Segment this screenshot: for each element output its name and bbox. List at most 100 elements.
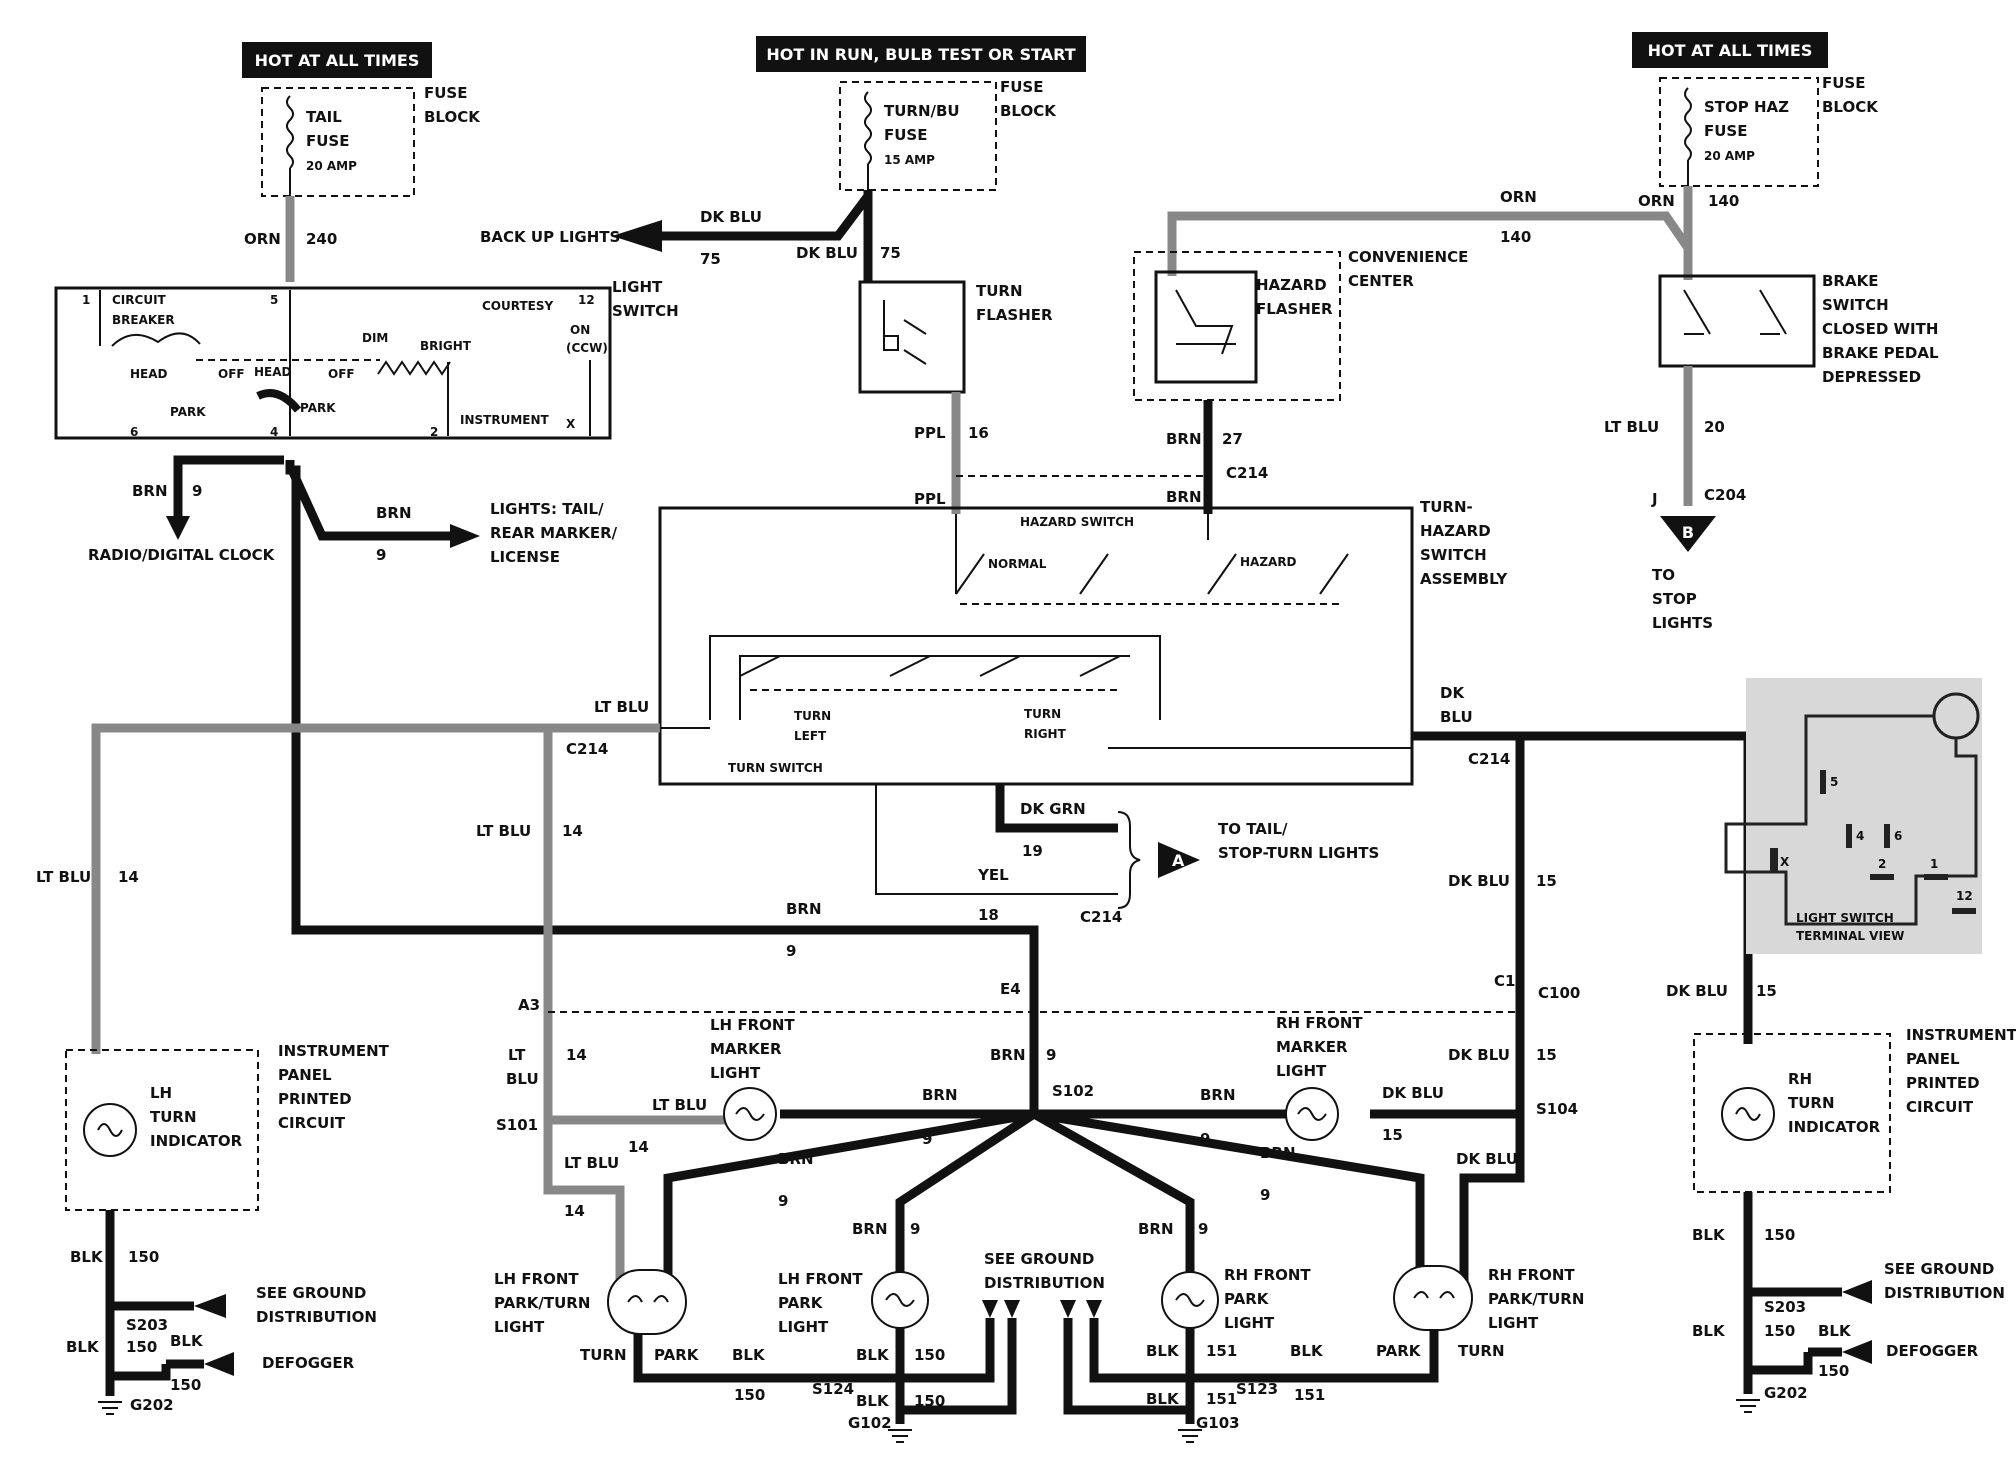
svg-text:TURN-: TURN- xyxy=(1420,498,1473,516)
svg-text:HAZARD: HAZARD xyxy=(1256,276,1327,294)
svg-text:LIGHT SWITCH: LIGHT SWITCH xyxy=(1796,911,1894,925)
lh-front-park-light: LH FRONT PARK LIGHT xyxy=(778,1270,929,1336)
svg-text:C214: C214 xyxy=(1226,464,1268,482)
svg-text:DEPRESSED: DEPRESSED xyxy=(1822,368,1921,386)
svg-text:6: 6 xyxy=(130,425,138,439)
svg-text:S102: S102 xyxy=(1052,1082,1094,1100)
svg-text:PARK: PARK xyxy=(300,401,336,415)
svg-text:SEE GROUND: SEE GROUND xyxy=(1884,1260,1994,1278)
svg-text:BLU: BLU xyxy=(1440,708,1473,726)
svg-text:4: 4 xyxy=(270,425,278,439)
svg-text:OFF: OFF xyxy=(218,367,245,381)
light-switch: LIGHT SWITCH 1 CIRCUIT BREAKER HEAD PARK… xyxy=(54,278,679,440)
svg-text:INSTRUMENT: INSTRUMENT xyxy=(1906,1026,2016,1044)
svg-text:LIGHT: LIGHT xyxy=(710,1064,761,1082)
svg-text:MARKER: MARKER xyxy=(1276,1038,1348,1056)
svg-text:LIGHT: LIGHT xyxy=(494,1318,545,1336)
turn-hazard-switch-assembly: TURN- HAZARD SWITCH ASSEMBLY HAZARD SWIT… xyxy=(658,498,1508,786)
svg-text:151: 151 xyxy=(1206,1390,1237,1408)
svg-text:PPL: PPL xyxy=(914,490,946,508)
svg-text:HAZARD SWITCH: HAZARD SWITCH xyxy=(1020,515,1134,529)
svg-text:BLK: BLK xyxy=(856,1392,890,1410)
svg-text:DK BLU: DK BLU xyxy=(1448,1046,1510,1064)
svg-text:STOP HAZ: STOP HAZ xyxy=(1704,98,1789,116)
svg-text:BLK: BLK xyxy=(170,1332,204,1350)
svg-text:BLK: BLK xyxy=(1818,1322,1852,1340)
svg-text:CIRCUIT: CIRCUIT xyxy=(278,1114,346,1132)
svg-text:1: 1 xyxy=(82,293,90,307)
svg-text:DK BLU: DK BLU xyxy=(1448,872,1510,890)
svg-text:240: 240 xyxy=(306,230,337,248)
svg-text:LT BLU: LT BLU xyxy=(594,698,649,716)
lh-turn-indicator: LH TURN INDICATOR INSTRUMENT PANEL PRINT… xyxy=(65,1042,390,1415)
svg-text:TO TAIL/: TO TAIL/ xyxy=(1218,820,1288,838)
svg-text:BLK: BLK xyxy=(732,1346,766,1364)
svg-text:DK BLU: DK BLU xyxy=(700,208,762,226)
svg-text:5: 5 xyxy=(1830,775,1838,789)
svg-text:C214: C214 xyxy=(1080,908,1122,926)
svg-text:BLOCK: BLOCK xyxy=(424,108,481,126)
svg-text:HEAD: HEAD xyxy=(254,365,292,379)
svg-text:ORN: ORN xyxy=(1500,188,1537,206)
svg-text:BRN: BRN xyxy=(1200,1086,1236,1104)
svg-text:15: 15 xyxy=(1756,982,1777,1000)
svg-text:BLK: BLK xyxy=(856,1346,890,1364)
svg-text:HAZARD: HAZARD xyxy=(1240,555,1297,569)
svg-text:NORMAL: NORMAL xyxy=(988,557,1047,571)
svg-text:FUSE: FUSE xyxy=(306,132,349,150)
svg-text:CLOSED WITH: CLOSED WITH xyxy=(1822,320,1938,338)
svg-text:9: 9 xyxy=(192,482,202,500)
wire-dk-grn-19: DK GRN 19 xyxy=(995,784,1118,860)
header-turn-bu-fuse: HOT IN RUN, BULB TEST OR START xyxy=(756,36,1086,72)
svg-text:150: 150 xyxy=(1764,1322,1795,1340)
svg-text:BRN: BRN xyxy=(1166,488,1202,506)
svg-text:LT BLU: LT BLU xyxy=(1604,418,1659,436)
svg-text:J: J xyxy=(1651,490,1658,508)
svg-text:2: 2 xyxy=(430,425,438,439)
svg-text:BRN: BRN xyxy=(1166,430,1202,448)
wire-dk-blu-75: DK BLU 75 DK BLU 75 BACK UP LIGHTS xyxy=(480,190,901,282)
svg-text:150: 150 xyxy=(126,1338,157,1356)
svg-text:150: 150 xyxy=(1764,1226,1795,1244)
svg-text:S124: S124 xyxy=(812,1380,854,1398)
svg-text:C214: C214 xyxy=(566,740,608,758)
svg-text:HAZARD: HAZARD xyxy=(1420,522,1491,540)
svg-text:FLASHER: FLASHER xyxy=(1256,300,1333,318)
svg-text:S101: S101 xyxy=(496,1116,538,1134)
svg-text:14: 14 xyxy=(628,1138,649,1156)
svg-text:YEL: YEL xyxy=(977,866,1009,884)
svg-text:BRN: BRN xyxy=(1138,1220,1174,1238)
svg-text:TURN: TURN xyxy=(976,282,1023,300)
svg-text:INDICATOR: INDICATOR xyxy=(150,1132,243,1150)
back-up-lights-label: BACK UP LIGHTS xyxy=(480,228,620,246)
tail-fuse-label: TAIL xyxy=(306,108,342,126)
svg-text:DEFOGGER: DEFOGGER xyxy=(1886,1342,1979,1360)
svg-text:INSTRUMENT: INSTRUMENT xyxy=(278,1042,390,1060)
svg-text:19: 19 xyxy=(1022,842,1043,860)
svg-text:BLK: BLK xyxy=(1692,1322,1726,1340)
svg-text:15: 15 xyxy=(1536,1046,1557,1064)
svg-text:TERMINAL VIEW: TERMINAL VIEW xyxy=(1796,929,1904,943)
svg-text:9: 9 xyxy=(1260,1186,1270,1204)
svg-text:9: 9 xyxy=(376,546,386,564)
svg-text:150: 150 xyxy=(914,1346,945,1364)
rh-front-marker-light: RH FRONT MARKER LIGHT xyxy=(1276,1014,1363,1141)
svg-text:LT BLU: LT BLU xyxy=(476,822,531,840)
svg-text:BLK: BLK xyxy=(1692,1226,1726,1244)
svg-text:A3: A3 xyxy=(518,996,540,1014)
wire-orn-140: ORN 140 ORN 140 xyxy=(1167,186,1739,280)
svg-text:LIGHT: LIGHT xyxy=(1276,1062,1327,1080)
svg-text:G102: G102 xyxy=(848,1414,892,1432)
svg-text:LT: LT xyxy=(508,1046,526,1064)
svg-text:TURN SWITCH: TURN SWITCH xyxy=(728,761,823,775)
svg-text:TURN: TURN xyxy=(580,1346,627,1364)
svg-text:PRINTED: PRINTED xyxy=(1906,1074,1980,1092)
svg-text:DK: DK xyxy=(1440,684,1465,702)
svg-text:140: 140 xyxy=(1500,228,1531,246)
svg-text:LIGHTS: LIGHTS xyxy=(1652,614,1713,632)
wire-brn-9-radio: BRN 9 RADIO/DIGITAL CLOCK xyxy=(88,455,284,564)
svg-text:DISTRIBUTION: DISTRIBUTION xyxy=(256,1308,377,1326)
svg-text:C1: C1 xyxy=(1494,972,1515,990)
svg-text:15: 15 xyxy=(1382,1126,1403,1144)
